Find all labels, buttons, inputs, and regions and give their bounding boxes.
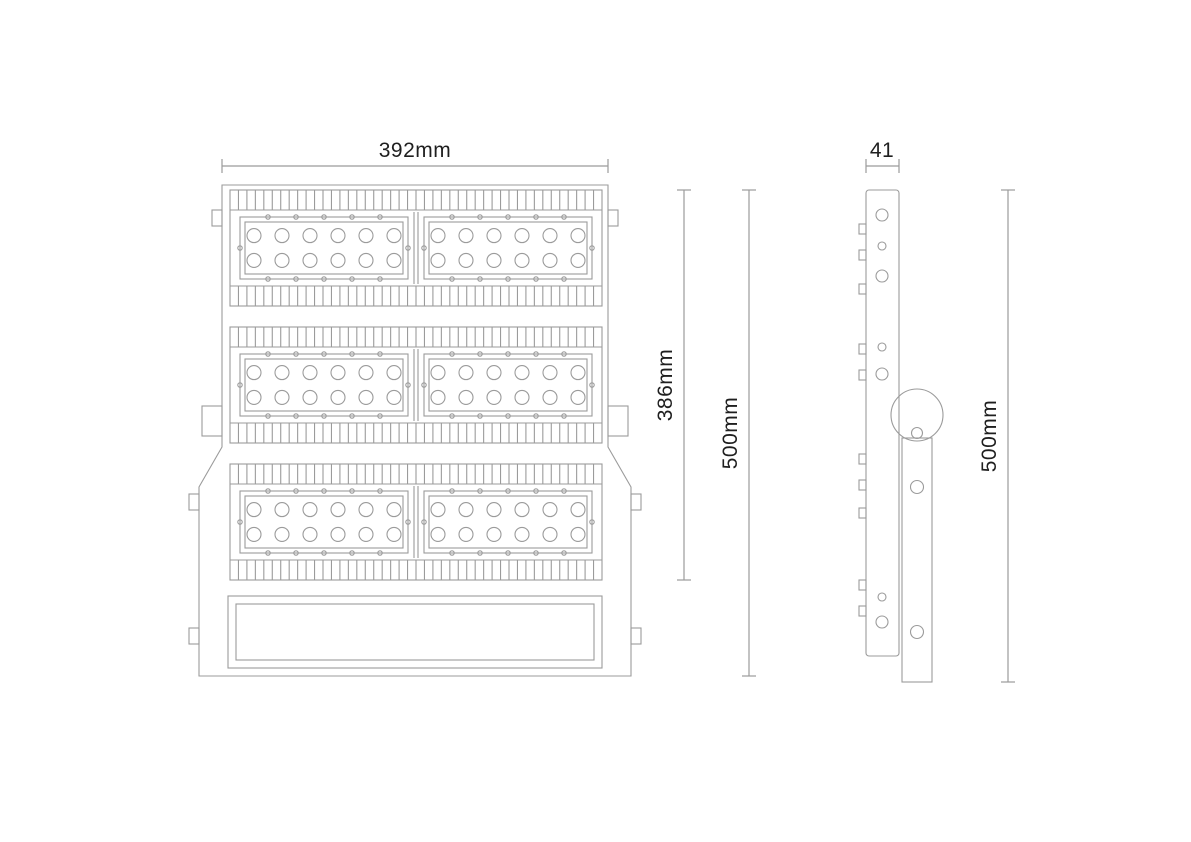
led-array — [246, 502, 402, 542]
led-array — [246, 365, 402, 405]
modules-height-label: 386mm — [654, 349, 677, 422]
mounting-tabs — [188, 209, 642, 645]
panel-screws — [421, 214, 595, 282]
led-panel — [237, 214, 411, 282]
led-module-row — [229, 463, 603, 581]
mounting-holes — [875, 208, 889, 629]
driver-compartment — [227, 595, 603, 669]
heatsink-fins — [237, 327, 595, 443]
panel-screws — [421, 351, 595, 419]
housing-outline — [198, 184, 632, 677]
led-panel — [421, 488, 595, 556]
dimension-annotations: 392mm 41 386mm 500mm — [221, 139, 1015, 683]
heatsink-fins — [237, 190, 595, 306]
dimension-modules-height: 386mm — [654, 189, 691, 581]
dimension-front-width: 392mm — [221, 139, 609, 173]
mounting-bracket — [890, 388, 944, 683]
front-view — [188, 184, 642, 677]
panel-screws — [421, 488, 595, 556]
dimension-side-total-height: 500mm — [978, 189, 1015, 683]
front-width-label: 392mm — [379, 139, 452, 162]
dimension-side-depth: 41 — [865, 139, 900, 173]
led-array — [430, 502, 586, 542]
led-array — [246, 228, 402, 268]
heatsink-profile — [858, 189, 900, 657]
led-panel — [421, 214, 595, 282]
led-array — [430, 228, 586, 268]
fin-teeth — [858, 223, 867, 617]
panel-screws — [237, 488, 411, 556]
led-module-row — [229, 326, 603, 444]
dimension-front-total-height: 500mm — [719, 189, 756, 677]
panel-screws — [237, 214, 411, 282]
led-panel — [237, 488, 411, 556]
side-view — [858, 189, 944, 683]
side-total-height-label: 500mm — [978, 400, 1001, 473]
led-module-row — [229, 189, 603, 307]
heatsink-fins — [237, 464, 595, 580]
side-depth-label: 41 — [870, 139, 894, 162]
led-panel — [421, 351, 595, 419]
led-panel — [237, 351, 411, 419]
panel-screws — [237, 351, 411, 419]
led-array — [430, 365, 586, 405]
front-total-height-label: 500mm — [719, 397, 742, 470]
